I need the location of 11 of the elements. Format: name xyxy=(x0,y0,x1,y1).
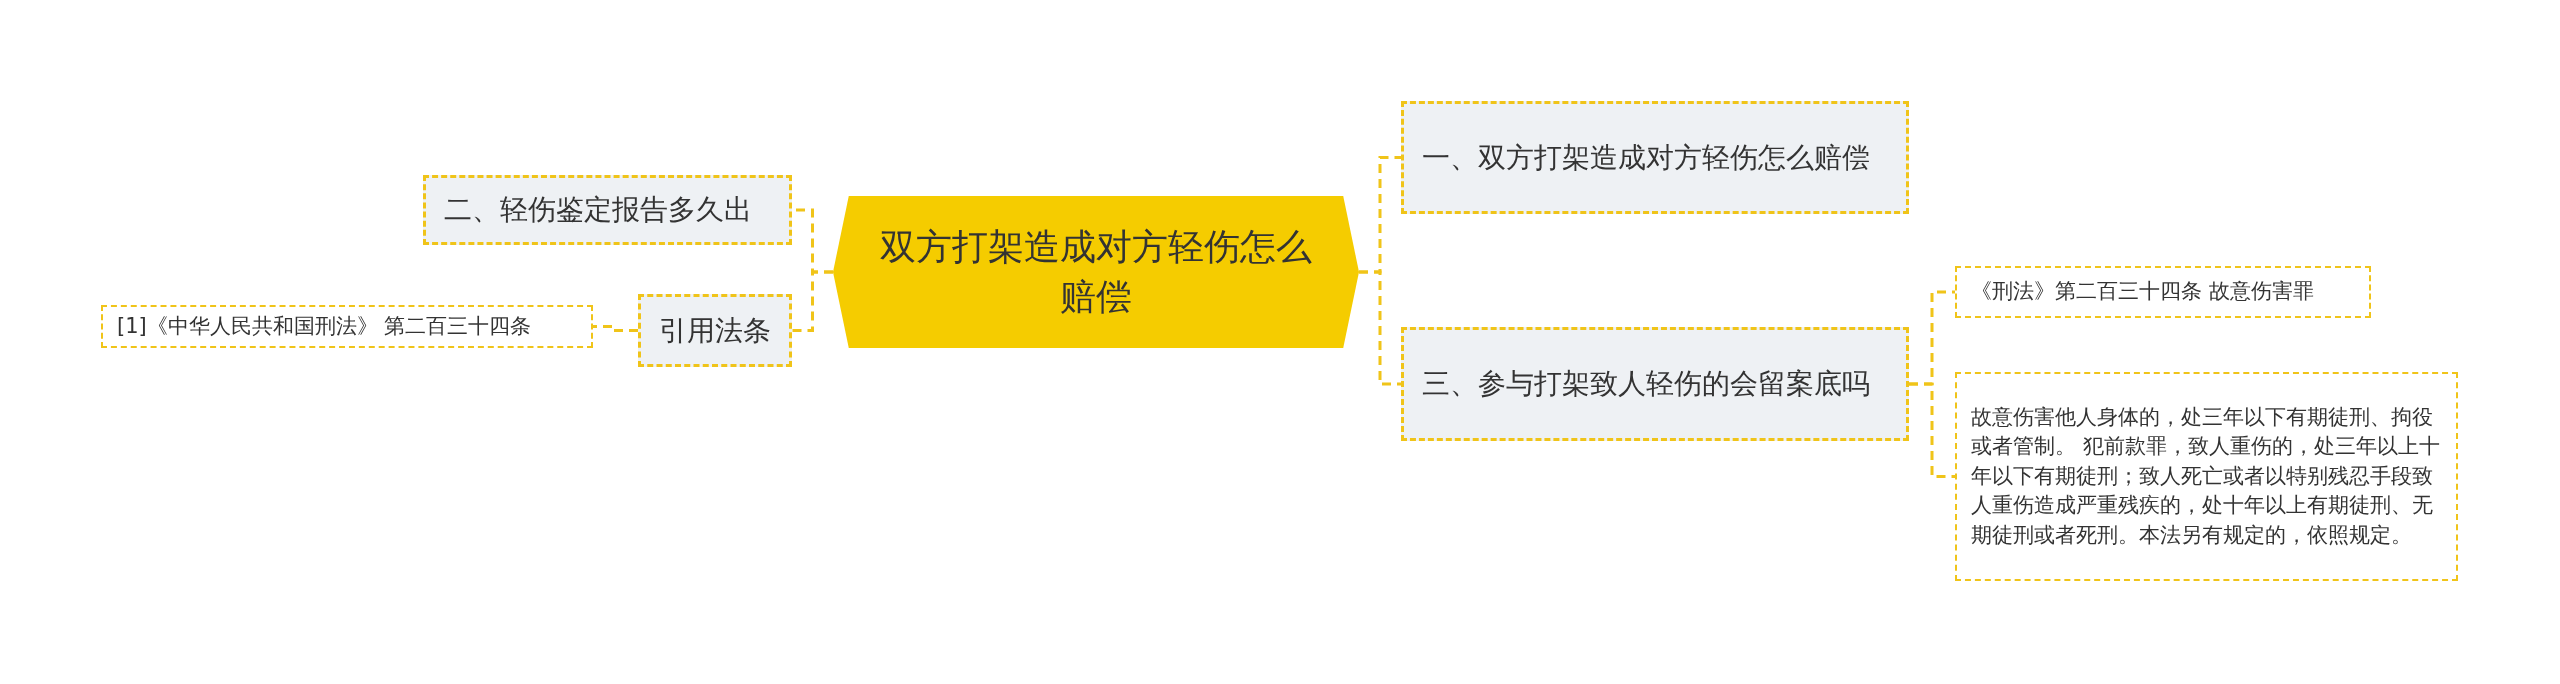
connector-line xyxy=(1909,382,1955,478)
connector-line xyxy=(1359,270,1401,386)
topic-box: 一、双方打架造成对方轻伤怎么赔偿 xyxy=(1401,101,1909,214)
connector-line xyxy=(792,270,833,332)
note-box: 《刑法》第二百三十四条 故意伤害罪 xyxy=(1955,266,2371,318)
connector-line xyxy=(593,325,638,332)
note-box: [1]《中华人民共和国刑法》 第二百三十四条 xyxy=(101,305,593,348)
topic-box: 三、参与打架致人轻伤的会留案底吗 xyxy=(1401,327,1909,441)
topic-box: 二、轻伤鉴定报告多久出 xyxy=(423,175,792,245)
note-box: 故意伤害他人身体的，处三年以下有期徒刑、拘役或者管制。 犯前款罪，致人重伤的，处三年以上十年以下有期徒刑；致人死亡或者以特别残忍手段致人重伤造成严重残疾的，处十年以上有期徒刑、无期徒刑或者死刑。本法另有规定的，依照规定。 xyxy=(1955,372,2458,581)
topic-box: 引用法条 xyxy=(638,294,792,367)
